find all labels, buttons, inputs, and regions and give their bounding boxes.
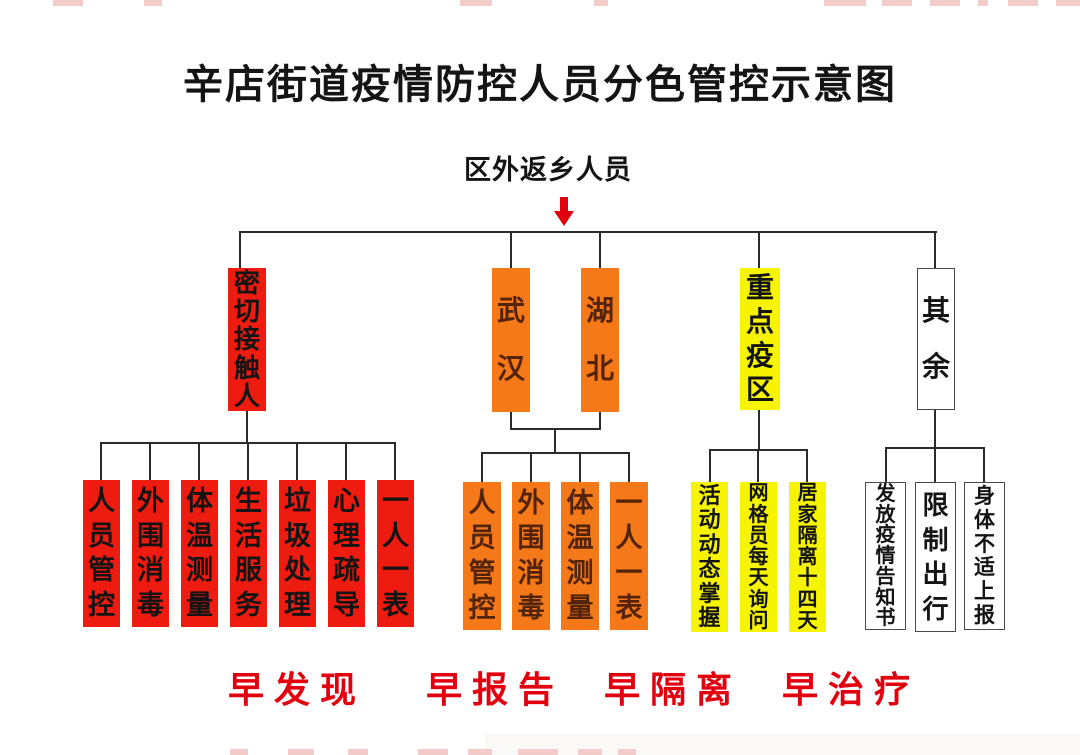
node-wuhan: 武汉 [492,268,530,412]
child-node: 生活服务 [230,480,267,627]
edge-artifact [882,0,912,6]
node-close-contacts: 密切接触人 [228,268,266,411]
connector [239,231,241,268]
slogan-early-treatment: 早治疗 [781,669,920,710]
child-node: 人员管控 [83,480,120,627]
child-node: 活动动态掌握 [691,482,728,632]
child-node: 网格员每天询问 [740,482,777,632]
child-node: 心理疏导 [328,480,365,627]
child-node: 身体不适上报 [964,482,1005,630]
connector [885,447,887,482]
connector [934,447,936,482]
connector [934,231,936,268]
child-node: 发放疫情告知书 [865,482,906,630]
slogan-early-quarantine: 早隔离 [603,669,742,710]
connector [554,428,556,453]
connector [579,452,581,482]
edge-artifact [1056,0,1080,6]
connector [709,449,711,482]
connector [758,231,760,268]
child-node: 外围消毒 [512,482,550,630]
connector [758,410,760,450]
child-node: 限制出行 [915,482,956,632]
edge-artifact [594,0,608,6]
child-node: 外围消毒 [132,480,169,627]
child-node: 居家隔离十四天 [789,482,826,632]
node-others: 其余 [917,268,955,410]
connector [530,452,532,482]
down-arrow-head [554,211,574,226]
connector-trunk [239,231,937,233]
slogan-early-report: 早报告 [425,669,564,710]
edge-artifact [53,0,83,6]
edge-artifact [460,0,492,6]
child-node: 一人一表 [610,482,648,630]
connector [100,442,102,480]
edge-artifact [288,749,314,755]
connector [983,447,985,482]
source-node: 区外返乡人员 [464,155,632,185]
connector [345,442,347,480]
child-node: 人员管控 [463,482,501,630]
edge-artifact [485,734,1080,755]
edge-artifact [1008,0,1038,6]
edge-artifact [468,749,492,755]
connector [806,449,808,482]
node-key-epidemic-area: 重点疫区 [740,268,780,410]
edge-artifact [144,0,162,6]
edge-artifact [518,749,558,755]
connector [481,452,483,482]
node-hubei: 湖北 [581,268,619,412]
connector [296,442,298,480]
down-arrow-stem [560,197,568,213]
connector [510,231,512,268]
child-node: 体温测量 [181,480,218,627]
child-node: 一人一表 [377,480,414,627]
slogan-early-detection: 早发现 [227,669,366,710]
connector [247,442,249,480]
connector [934,410,936,448]
connector [628,452,630,482]
child-node: 体温测量 [561,482,599,630]
child-node: 垃圾处理 [279,480,316,627]
edge-artifact [418,749,448,755]
connector [599,411,601,429]
diagram-title: 辛店街道疫情防控人员分色管控示意图 [183,63,897,107]
connector [757,449,759,482]
connector [394,442,396,480]
edge-artifact [348,749,368,755]
edge-artifact [930,0,960,6]
edge-artifact [618,749,636,755]
connector [246,410,248,443]
edge-artifact [978,0,988,6]
edge-artifact [230,749,248,755]
connector [198,442,200,480]
edge-artifact [578,749,602,755]
connector [599,231,601,268]
edge-artifact [824,0,866,6]
connector [481,452,630,454]
connector [149,442,151,480]
connector [510,411,512,429]
